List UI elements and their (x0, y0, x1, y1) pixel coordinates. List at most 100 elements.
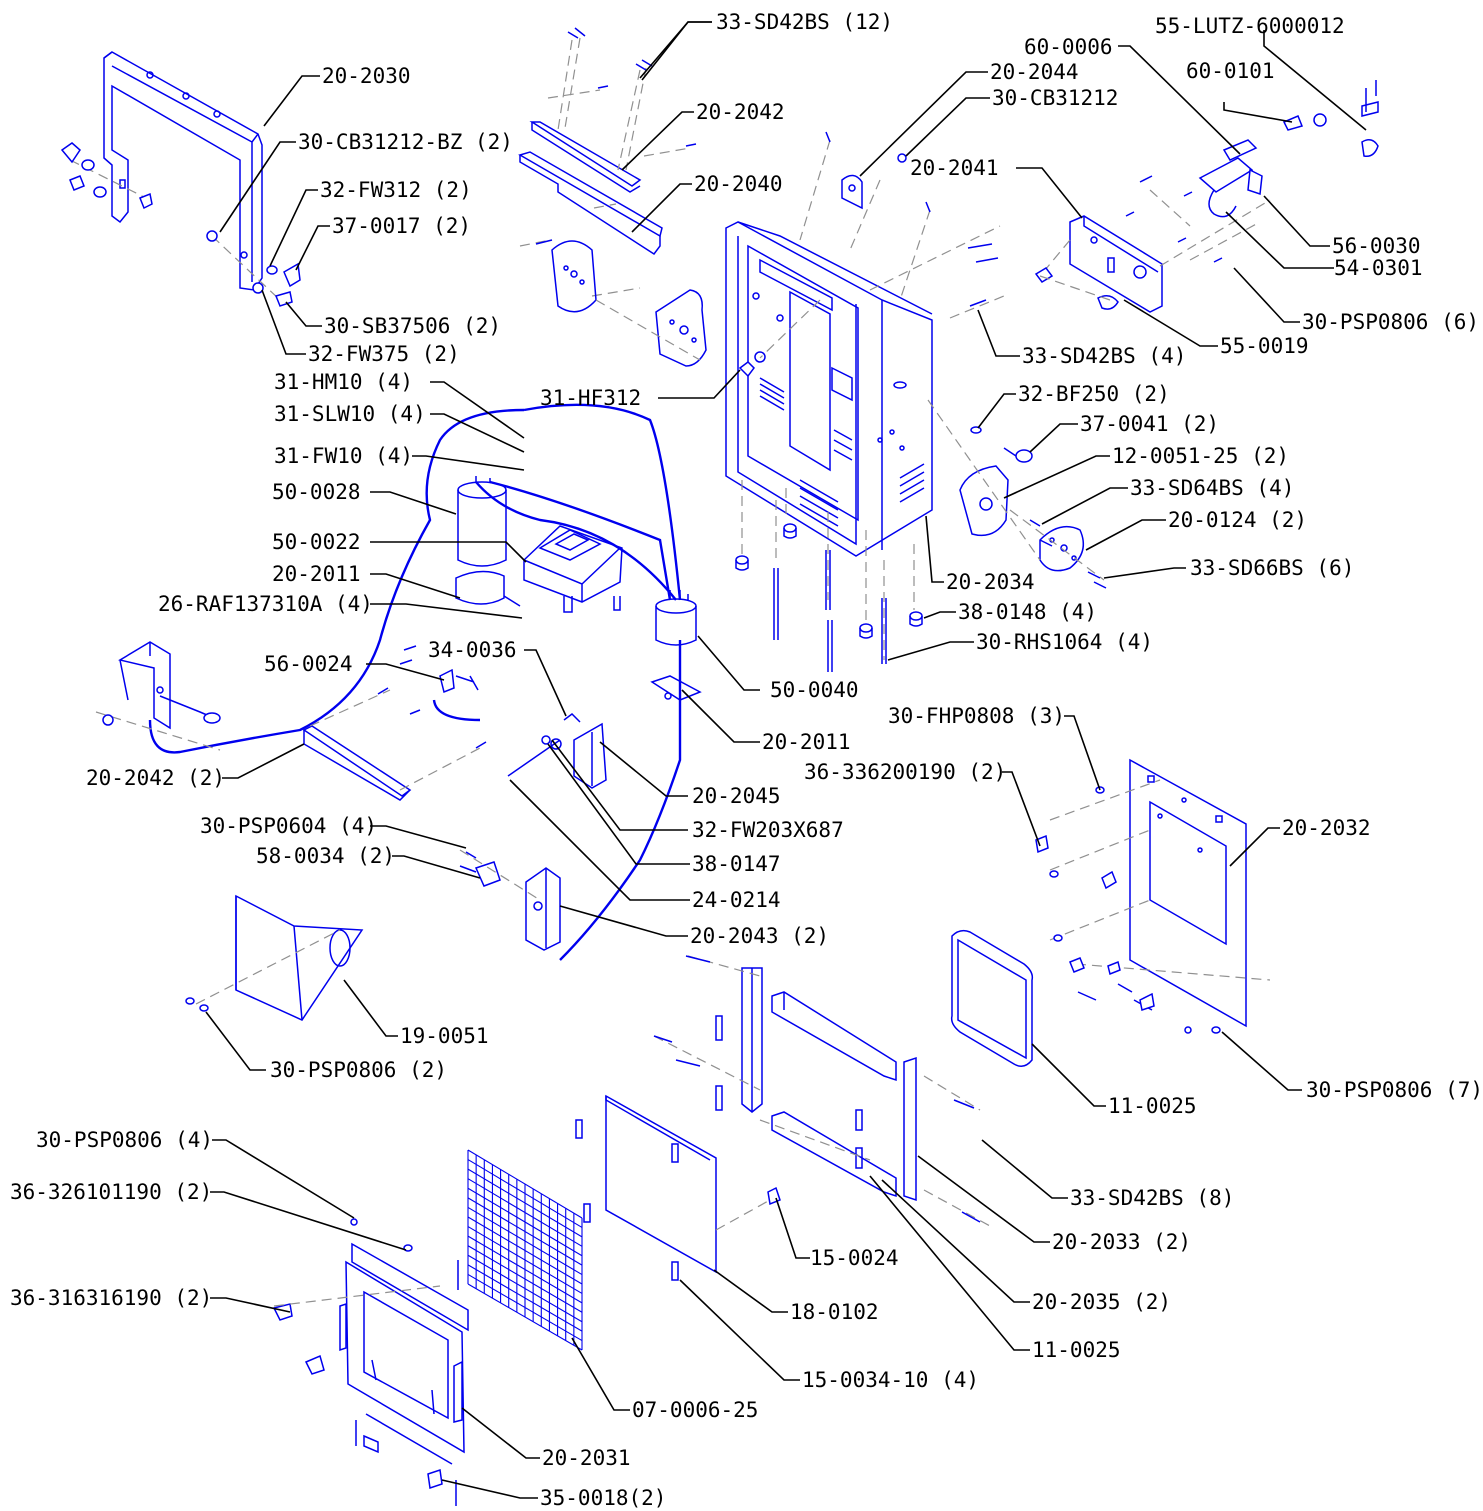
callout-30-PSP0806-2: 30-PSP0806 (2) (270, 1058, 447, 1082)
callout-20-2044: 20-2044 (990, 60, 1079, 84)
callout-37-0017: 37-0017 (2) (332, 214, 471, 238)
callout-60-0006: 60-0006 (1024, 35, 1113, 59)
handle-bracket-20-2030 (60, 51, 301, 307)
top-brackets-20-2040-20-2042 (518, 27, 697, 297)
nut-31-HF312 (738, 361, 755, 378)
callout-11-0025-b: 11-0025 (1032, 1338, 1121, 1362)
callout-26-RAF137310A: 26-RAF137310A (4) (158, 592, 373, 616)
bracket-20-2042-lower (302, 687, 487, 801)
callout-30-PSP0604: 30-PSP0604 (4) (200, 814, 377, 838)
mesh-wire (467, 1235, 583, 1304)
parts-drawing (60, 27, 1379, 1506)
callout-33-SD66BS: 33-SD66BS (6) (1190, 556, 1354, 580)
callout-56-0030: 56-0030 (1332, 234, 1421, 258)
panel-20-2041 (1034, 80, 1379, 313)
transformer-50-0022 (523, 525, 623, 613)
callout-54-0301: 54-0301 (1334, 256, 1423, 280)
wire-harness (148, 403, 682, 961)
callout-34-0036: 34-0036 (428, 638, 517, 662)
right-discs-12-0051-25-20-0124 (927, 399, 1107, 589)
callout-38-0147: 38-0147 (692, 852, 781, 876)
callout-12-0051-25: 12-0051-25 (2) (1112, 444, 1289, 468)
callout-33-SD64BS: 33-SD64BS (4) (1130, 476, 1294, 500)
callout-20-2043: 20-2043 (2) (690, 924, 829, 948)
gasket-11-0025-upper (950, 929, 1034, 1067)
bracket-20-2045-group (507, 713, 607, 789)
callout-18-0102: 18-0102 (790, 1300, 879, 1324)
callout-20-2040: 20-2040 (694, 172, 783, 196)
mesh-wire (467, 1254, 583, 1323)
callout-20-2035: 20-2035 (2) (1032, 1290, 1171, 1314)
callout-32-FW312: 32-FW312 (2) (320, 178, 472, 202)
front-frame-20-2031 (272, 1218, 469, 1506)
callout-50-0022: 50-0022 (272, 530, 361, 554)
callout-07-0006-25: 07-0006-25 (632, 1398, 758, 1422)
callout-33-SD42BS-8: 33-SD42BS (8) (1070, 1186, 1234, 1210)
callout-33-SD42BS-4: 33-SD42BS (4) (1022, 344, 1186, 368)
callout-30-CB31212: 30-CB31212 (992, 86, 1118, 110)
callout-50-0028: 50-0028 (272, 480, 361, 504)
callout-20-2041: 20-2041 (910, 156, 999, 180)
callout-labels: 33-SD42BS (12) 55-LUTZ-6000012 60-0006 2… (10, 10, 1483, 1510)
callout-56-0024: 56-0024 (264, 652, 353, 676)
callout-24-0214: 24-0214 (692, 888, 781, 912)
mesh-wire (467, 1273, 583, 1342)
callout-35-0018: 35-0018(2) (540, 1486, 666, 1510)
callout-20-2011-a: 20-2011 (272, 562, 361, 586)
mesh-wire (467, 1264, 583, 1332)
callout-19-0051: 19-0051 (400, 1024, 489, 1048)
mesh-wire (467, 1216, 583, 1285)
callout-30-PSP0806-4: 30-PSP0806 (4) (36, 1128, 213, 1152)
callout-15-0034-10: 15-0034-10 (4) (802, 1368, 979, 1392)
callout-30-PSP0806-6: 30-PSP0806 (6) (1302, 310, 1479, 334)
bracket-20-2043 (459, 849, 561, 951)
callout-30-RHS1064: 30-RHS1064 (4) (976, 630, 1153, 654)
callout-20-2031: 20-2031 (542, 1446, 631, 1470)
callout-31-HM10: 31-HM10 (4) (274, 370, 413, 394)
callout-36-326101190: 36-326101190 (2) (10, 1180, 212, 1204)
capacitor-50-0040 (650, 590, 702, 701)
mesh-07-0006-25 (467, 1149, 583, 1351)
callout-11-0025-a: 11-0025 (1108, 1094, 1197, 1118)
callout-38-0148: 38-0148 (4) (958, 600, 1097, 624)
mesh-wire (467, 1283, 583, 1351)
callout-30-CB31212-BZ: 30-CB31212-BZ (2) (298, 130, 513, 154)
callout-32-FW203X687: 32-FW203X687 (692, 818, 844, 842)
tab-20-2044 (841, 174, 863, 210)
callout-30-PSP0806-7: 30-PSP0806 (7) (1306, 1078, 1483, 1102)
callout-60-0101: 60-0101 (1186, 59, 1275, 83)
callout-20-0124: 20-0124 (2) (1168, 508, 1307, 532)
callout-20-2033: 20-2033 (2) (1052, 1230, 1191, 1254)
callout-32-FW375: 32-FW375 (2) (308, 342, 460, 366)
callout-31-SLW10: 31-SLW10 (4) (274, 402, 426, 426)
callout-50-0040: 50-0040 (770, 678, 859, 702)
callout-15-0024: 15-0024 (810, 1246, 899, 1270)
callout-31-HF312: 31-HF312 (540, 386, 641, 410)
callout-58-0034: 58-0034 (2) (256, 844, 395, 868)
callout-30-SB37506: 30-SB37506 (2) (324, 314, 501, 338)
mesh-wire (467, 1226, 583, 1294)
callout-37-0041: 37-0041 (2) (1080, 412, 1219, 436)
callout-20-2042: 20-2042 (696, 100, 785, 124)
door-18-0102 (575, 1094, 781, 1281)
frame-20-2033-20-2035 (653, 955, 991, 1227)
callout-20-2045: 20-2045 (692, 784, 781, 808)
leader-lines (205, 21, 1367, 1499)
callout-30-FHP0808: 30-FHP0808 (3) (888, 704, 1065, 728)
callout-36-316316190: 36-316316190 (2) (10, 1286, 212, 1310)
callout-31-FW10: 31-FW10 (4) (274, 444, 413, 468)
callout-20-2032: 20-2032 (1282, 816, 1371, 840)
mesh-wire (467, 1245, 583, 1313)
left-mount-discs (551, 240, 707, 367)
callout-32-BF250: 32-BF250 (2) (1018, 382, 1170, 406)
callout-20-2011-b: 20-2011 (762, 730, 851, 754)
callout-20-2034: 20-2034 (946, 570, 1035, 594)
callout-20-2042-2: 20-2042 (2) (86, 766, 225, 790)
capacitor-50-0028 (455, 476, 521, 607)
callout-36-336200190: 36-336200190 (2) (804, 760, 1006, 784)
hood-19-0051 (185, 894, 364, 1021)
callout-55-LUTZ-6000012: 55-LUTZ-6000012 (1155, 14, 1345, 38)
callout-55-0019: 55-0019 (1220, 334, 1309, 358)
panel-20-2032 (1035, 758, 1271, 1034)
